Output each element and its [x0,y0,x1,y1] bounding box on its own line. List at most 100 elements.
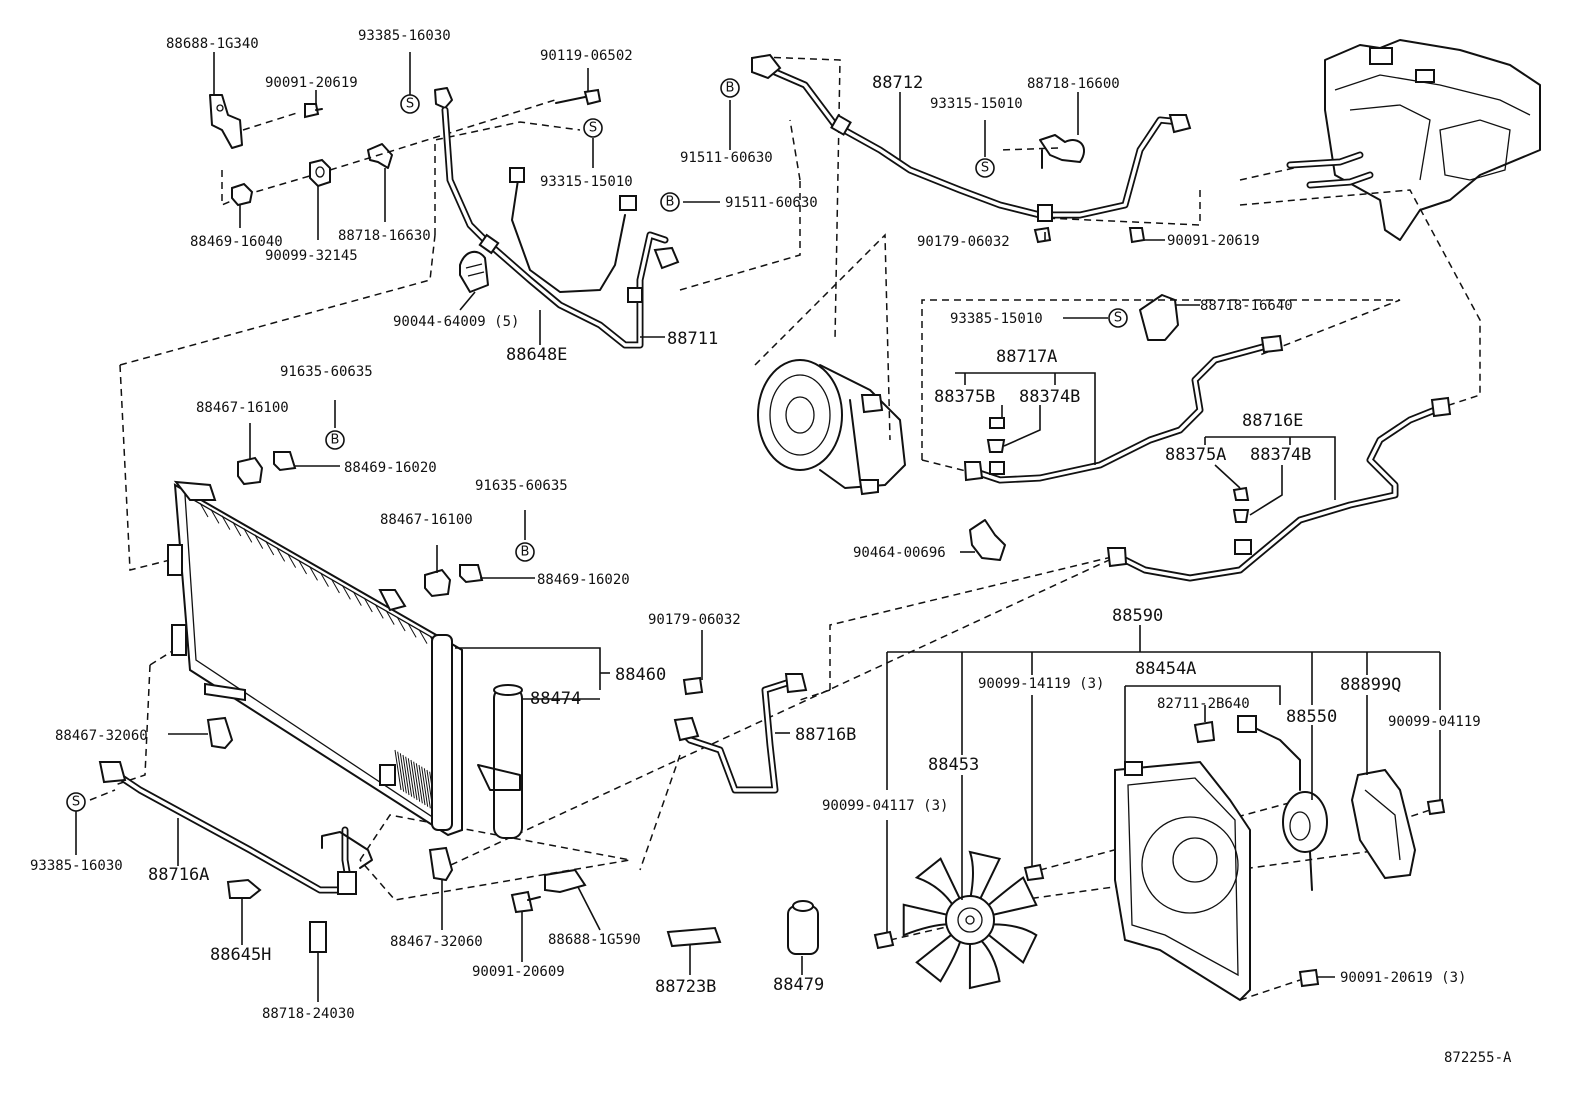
band-90044-64009 [459,250,489,293]
label-88716b: 88716B [795,725,856,745]
label-91635-60635-b: 91635-60635 [475,478,568,494]
svg-text:S: S [72,795,80,810]
condenser-fin [232,521,242,537]
condenser-fin [407,758,415,799]
bolt-90119-06502 [555,88,602,106]
desiccant-88479 [787,900,819,955]
condenser-fin [243,528,253,543]
b-marker-2: B [660,192,680,212]
label-88469-16020-a: 88469-16020 [344,460,437,476]
label-88590: 88590 [1112,606,1163,626]
label-88469-16040: 88469-16040 [190,234,283,250]
label-90091-20619-c: 90091-20619 (3) [1340,970,1466,986]
condenser-fin [320,572,329,587]
condenser-fin [399,753,407,794]
hose-88717a [963,334,1284,484]
condenser-fin [330,578,340,594]
label-88374b-b: 88374B [1250,445,1311,465]
condenser-fin [423,768,431,809]
label-88374b-a: 88374B [1019,387,1080,407]
condenser-88460 [167,480,463,837]
receiver-88474 [477,684,523,839]
condenser-fin [385,610,395,625]
condenser-fin [352,591,362,606]
bolt-88469-16020-b [459,564,484,584]
symbol-markers: S S B B S S B B S [66,78,1128,812]
label-88453: 88453 [928,755,979,775]
valve-88375b-88374b [986,417,1006,453]
label-88474: 88474 [530,689,581,709]
switch-88645h [226,878,262,899]
condenser-fin [418,629,428,644]
label-88688-1g340: 88688-1G340 [166,36,259,52]
label-88645h: 88645H [210,945,271,965]
label-88718-24030: 88718-24030 [262,1006,355,1022]
condenser-fin [276,547,286,562]
label-88467-32060-b: 88467-32060 [390,934,483,950]
label-88469-16020-b: 88469-16020 [537,572,630,588]
cushion-88467-16100-a [237,456,264,486]
label-90099-14119: 90099-14119 (3) [978,676,1104,692]
cushion-88467-32060-a [206,716,234,750]
condenser-fin [287,553,297,568]
cushion-90099-32145 [309,158,331,188]
label-91511-60630-a: 91511-60630 [680,150,773,166]
svg-text:B: B [666,195,675,210]
fan-blade [902,903,952,937]
condenser-fin [221,515,231,530]
label-88718-16640: 88718-16640 [1200,298,1293,314]
label-93385-16030-top: 93385-16030 [358,28,451,44]
s-marker-3: S [975,158,995,178]
s-marker-1: S [400,94,420,114]
bolt-90099-14119 [1023,863,1045,882]
label-88648e: 88648E [506,345,567,365]
label-88375a: 88375A [1165,445,1226,465]
fan-blade [984,923,1038,965]
condenser-fin [410,759,418,801]
label-90464-00696: 90464-00696 [853,545,946,561]
bolt-90099-04119 [1426,798,1446,816]
label-90179-06032-a: 90179-06032 [917,234,1010,250]
s-marker-5: S [66,792,86,812]
label-88718-16600: 88718-16600 [1027,76,1120,92]
bolt-90091-20609 [510,890,541,914]
b-marker-4: B [515,542,535,562]
svg-text:S: S [981,161,989,176]
bolt-90099-04117 [873,930,895,950]
bracket-88718-16640 [1128,227,1179,341]
s-marker-2: S [583,118,603,138]
condenser-fin [298,559,308,575]
condenser-fin [402,754,410,796]
bolt-90091-20619-a [304,103,323,119]
label-93385-15010: 93385-15010 [950,311,1043,327]
label-93315-15010-a: 93315-15010 [540,174,633,190]
condenser-fin [265,540,275,556]
condenser-fin [374,604,384,619]
label-90179-06032-b: 90179-06032 [648,612,741,628]
label-88467-16100-b: 88467-16100 [380,512,473,528]
label-88718-16630: 88718-16630 [338,228,431,244]
condenser-fin [394,749,402,791]
fan-blade [984,876,1038,917]
label-88688-1g590: 88688-1G590 [548,932,641,948]
clamp-88718-24030 [309,921,327,953]
clip-93385-16030 [434,87,453,109]
label-88550: 88550 [1286,707,1337,727]
fan-blade [915,931,963,983]
svg-text:S: S [589,121,597,136]
cushion-88467-32060-b [428,846,454,882]
hose-88716e [1106,396,1452,582]
nut-90179-06032-a [1033,226,1052,244]
cushion-88469-16040 [231,182,254,207]
bolt-88469-16020-a [273,451,297,472]
condenser-fin [210,509,220,524]
label-88716e: 88716E [1242,411,1303,431]
condenser-fin [341,585,351,600]
label-88723b [666,926,722,948]
condenser-fin [413,761,421,802]
b-marker-1: B [720,78,740,98]
label-93315-15010-b: 93315-15010 [930,96,1023,112]
s-marker-4: S [1108,308,1128,328]
condenser-fin [421,766,429,807]
label-88899q: 88899Q [1340,675,1401,695]
